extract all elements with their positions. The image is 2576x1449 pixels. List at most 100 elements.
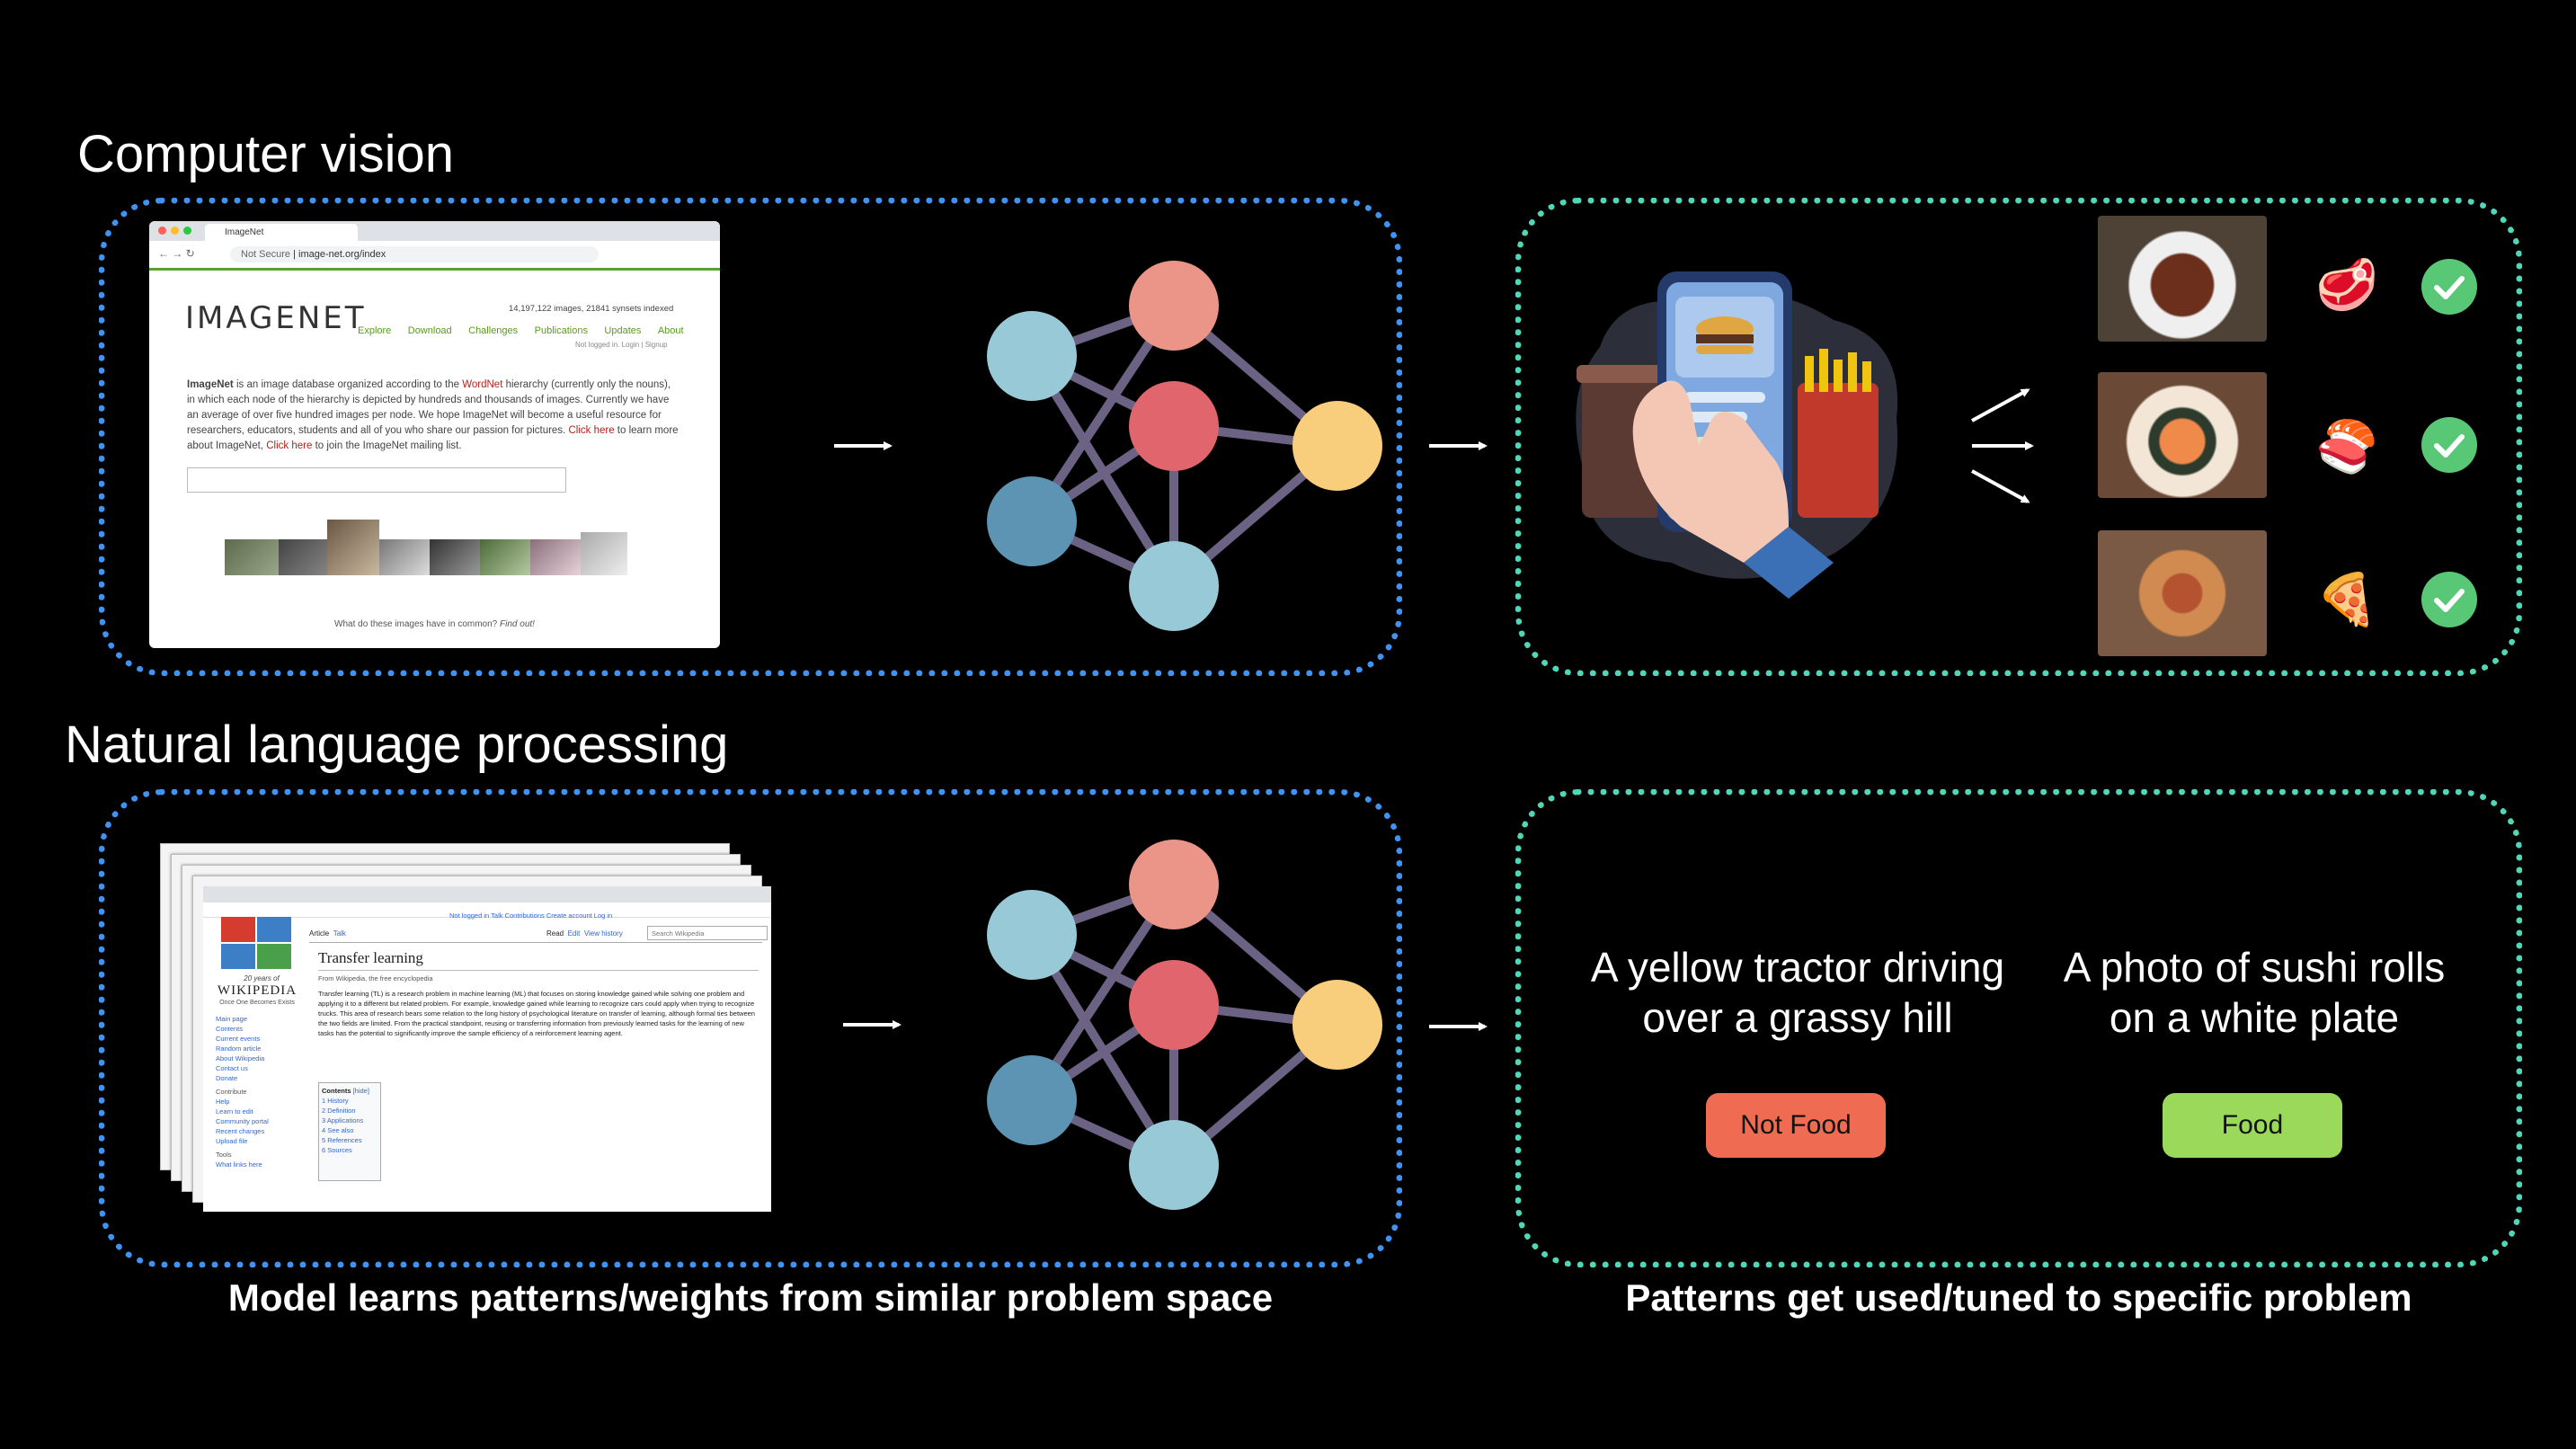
maximize-dot-icon[interactable] <box>183 227 191 235</box>
thumb-image[interactable] <box>530 539 581 575</box>
node <box>987 476 1077 566</box>
thumb-image[interactable] <box>327 520 379 575</box>
imagenet-stats: 14,197,122 images, 21841 synsets indexed <box>509 304 674 314</box>
nlp-finetune-panel <box>1515 789 2522 1267</box>
check-icon <box>2421 572 2477 627</box>
nlp-pretrain-panel <box>99 789 1402 1267</box>
node <box>987 1055 1077 1145</box>
contents-item[interactable]: 5 References <box>322 1136 362 1144</box>
wiki-tabbar <box>203 886 771 902</box>
nlp-example-sentence: A photo of sushi rolls on a white plate <box>2021 942 2488 1043</box>
wiki-tabs-right: Read Edit View history <box>546 929 623 938</box>
not-food-label: Not Food <box>1706 1093 1886 1158</box>
imagenet-search-input[interactable] <box>187 467 566 493</box>
thumb-image[interactable] <box>581 532 627 575</box>
imagenet-browser-window: ImageNet ← → ↻ Not Secure | image-net.or… <box>149 221 720 648</box>
sidebar-link[interactable]: What links here <box>216 1160 262 1169</box>
login-status[interactable]: Not logged in. Login | Signup <box>575 341 668 349</box>
sidebar-link[interactable]: About Wikipedia <box>216 1054 265 1062</box>
url-text: image-net.org/index <box>298 249 386 260</box>
node <box>1129 960 1219 1050</box>
find-out-link[interactable]: Find out! <box>500 619 535 629</box>
thumb-image[interactable] <box>225 539 279 575</box>
nav-about[interactable]: About <box>657 325 684 336</box>
cv-section-title: Computer vision <box>77 125 455 183</box>
contents-item[interactable]: 1 History <box>322 1097 349 1105</box>
sidebar-link[interactable]: Help <box>216 1098 230 1106</box>
steak-photo <box>2098 216 2267 342</box>
browser-tabbar: ImageNet <box>149 221 720 241</box>
contents-item[interactable]: 2 Definition <box>322 1107 356 1115</box>
node <box>1129 840 1219 929</box>
wiki-user-links[interactable]: Not logged in Talk Contributions Create … <box>449 911 613 920</box>
address-bar-row: ← → ↻ Not Secure | image-net.org/index <box>149 241 720 271</box>
tab-read[interactable]: Read <box>546 929 564 938</box>
thumb-image[interactable] <box>430 539 480 575</box>
contents-hide-link[interactable]: [hide] <box>352 1087 369 1095</box>
nav-download[interactable]: Download <box>407 325 452 336</box>
node <box>987 890 1077 980</box>
tab-talk[interactable]: Talk <box>333 929 346 938</box>
tab-title: ImageNet <box>225 227 264 237</box>
tab-article[interactable]: Article <box>309 929 330 938</box>
thumb-image[interactable] <box>279 539 333 575</box>
sentence-line: A yellow tractor driving <box>1590 944 2005 991</box>
node <box>1129 1120 1219 1210</box>
cv-neural-network-icon <box>987 261 1382 631</box>
left-caption: Model learns patterns/weights from simil… <box>227 1276 1274 1319</box>
sidebar-link: Contribute <box>216 1088 247 1096</box>
tab-view-history[interactable]: View history <box>583 929 623 938</box>
imagenet-nav: Explore Download Challenges Publications… <box>358 322 697 338</box>
wiki-tabs-left: Article Talk <box>309 929 346 938</box>
url-security: Not Secure <box>241 249 291 260</box>
node <box>1129 261 1219 351</box>
contents-item[interactable]: 4 See also <box>322 1126 354 1134</box>
thumb-image[interactable] <box>480 539 530 575</box>
tab-edit[interactable]: Edit <box>567 929 581 938</box>
sidebar-link[interactable]: Contents <box>216 1025 244 1033</box>
browser-tab[interactable]: ImageNet <box>205 224 358 241</box>
nav-publications[interactable]: Publications <box>534 325 588 336</box>
desc-c: to learn more about ImageNet, <box>187 425 679 451</box>
cv-finetune-panel <box>1515 198 2522 676</box>
check-icon <box>2421 417 2477 473</box>
wordnet-link[interactable]: WordNet <box>462 379 503 390</box>
nav-challenges[interactable]: Challenges <box>468 325 519 336</box>
sentence-line: A photo of sushi rolls <box>2063 944 2446 991</box>
food-label: Food <box>2163 1093 2342 1158</box>
learn-more-link[interactable]: Click here <box>568 425 615 436</box>
nav-updates[interactable]: Updates <box>604 325 642 336</box>
sidebar-link[interactable]: Upload file <box>216 1137 248 1145</box>
mailing-list-link[interactable]: Click here <box>266 440 313 451</box>
nav-arrows-icon[interactable]: ← → ↻ <box>158 247 195 260</box>
thumb-image[interactable] <box>379 539 430 575</box>
sidebar-link[interactable]: Current events <box>216 1035 261 1043</box>
wiki-address-bar[interactable] <box>203 902 771 918</box>
close-dot-icon[interactable] <box>158 227 166 235</box>
minimize-dot-icon[interactable] <box>171 227 179 235</box>
nlp-example-sentence: A yellow tractor driving over a grassy h… <box>1555 942 2040 1043</box>
sidebar-link[interactable]: Community portal <box>216 1117 269 1125</box>
sidebar-link[interactable]: Main page <box>216 1015 248 1023</box>
sentence-line: on a white plate <box>2109 994 2400 1041</box>
wiki-article-body: Transfer learning (TL) is a research pro… <box>318 990 755 1037</box>
wiki-search-input[interactable] <box>647 926 768 940</box>
sidebar-link[interactable]: Donate <box>216 1074 238 1082</box>
right-caption: Patterns get used/tuned to specific prob… <box>1625 1276 2412 1319</box>
sidebar-link[interactable]: Random article <box>216 1045 262 1053</box>
nlp-neural-network-icon <box>987 840 1382 1210</box>
sidebar-link[interactable]: Contact us <box>216 1064 248 1072</box>
desc-lead: ImageNet <box>187 379 234 390</box>
nav-explore[interactable]: Explore <box>358 325 392 336</box>
wikipedia-globe-logo[interactable] <box>221 917 293 971</box>
sidebar-link[interactable]: Learn to edit <box>216 1107 253 1116</box>
wikipedia-wordmark: WIKIPEDIA <box>217 983 298 998</box>
check-icon <box>2421 259 2477 315</box>
sidebar-link[interactable]: Recent changes <box>216 1127 265 1135</box>
url-field[interactable]: Not Secure | image-net.org/index <box>230 246 599 262</box>
contents-item[interactable]: 3 Applications <box>322 1116 364 1125</box>
imagenet-description: ImageNet is an image database organized … <box>187 378 681 454</box>
contents-item[interactable]: 6 Sources <box>322 1146 352 1154</box>
